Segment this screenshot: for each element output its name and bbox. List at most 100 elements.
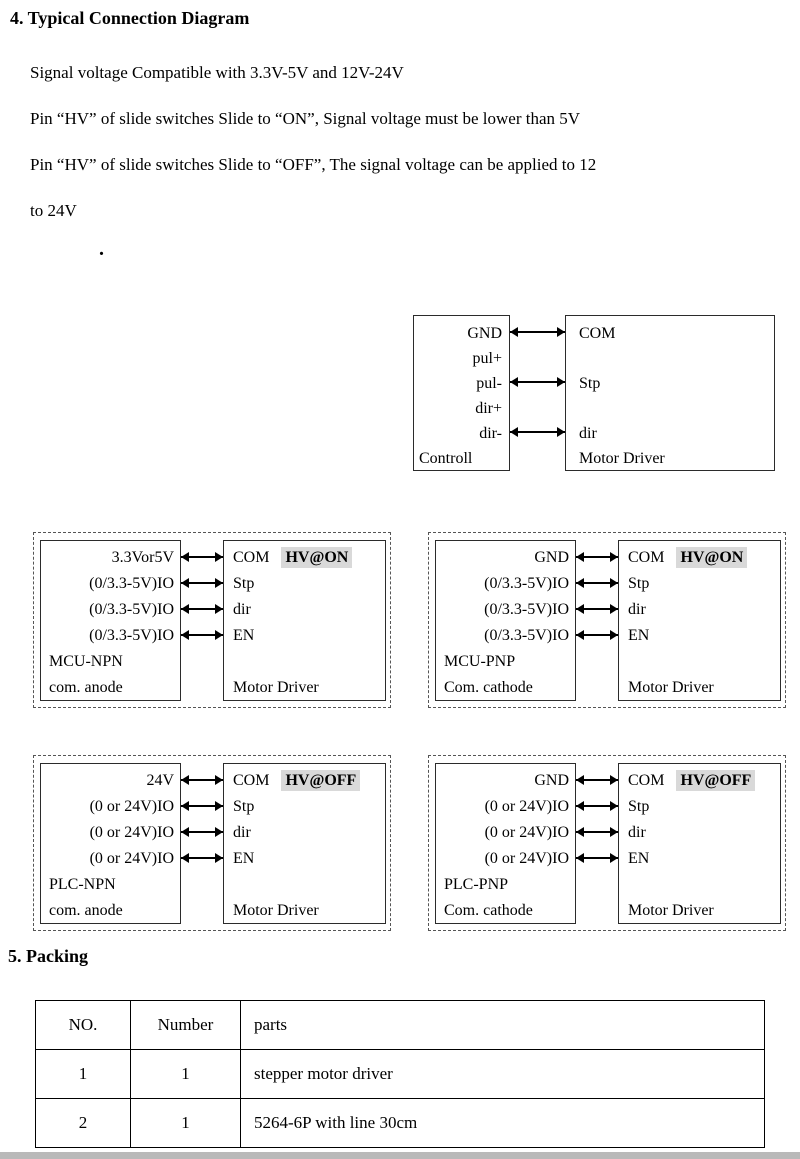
- pin-label: GND: [534, 549, 569, 566]
- spacer-row: [566, 396, 774, 421]
- double-arrow-icon: [181, 552, 223, 562]
- pin-label: (0 or 24V)IO: [484, 798, 569, 815]
- diagram-mcu-npn: 3.3Vor5V (0/3.3-5V)IO (0/3.3-5V)IO (0/3.…: [33, 532, 391, 708]
- diagram-plc-pnp: GND (0 or 24V)IO (0 or 24V)IO (0 or 24V)…: [428, 755, 786, 931]
- driver-name: Motor Driver: [233, 679, 319, 696]
- driver-pin: dir: [233, 601, 251, 618]
- driver-pin: COM: [579, 325, 616, 342]
- device-name: Controll: [419, 450, 473, 467]
- driver-name: Motor Driver: [628, 679, 714, 696]
- pin-label: GND: [534, 772, 569, 789]
- device-name: PLC-PNP: [444, 876, 509, 893]
- diagram-plc-npn: 24V (0 or 24V)IO (0 or 24V)IO (0 or 24V)…: [33, 755, 391, 931]
- pin-label: (0/3.3-5V)IO: [89, 575, 174, 592]
- device-name: Com. cathode: [444, 679, 533, 696]
- double-arrow-icon: [510, 427, 565, 437]
- driver-pin: COM: [628, 549, 665, 566]
- double-arrow-icon: [510, 327, 565, 337]
- cell-no: 2: [35, 1098, 131, 1148]
- controller-box: GND (0 or 24V)IO (0 or 24V)IO (0 or 24V)…: [435, 763, 576, 924]
- cell-parts: stepper motor driver: [240, 1049, 765, 1099]
- table-row: 2 1 5264-6P with line 30cm: [35, 1098, 765, 1148]
- pin-label: (0 or 24V)IO: [89, 798, 174, 815]
- device-name: com. anode: [49, 902, 123, 919]
- driver-name: Motor Driver: [628, 902, 714, 919]
- driver-pin: Stp: [233, 798, 255, 815]
- hv-badge: HV@OFF: [281, 770, 361, 791]
- pin-label: pul+: [472, 350, 502, 367]
- intro-line-3: Pin “HV” of slide switches Slide to “OFF…: [30, 155, 597, 174]
- spacer-row: [566, 346, 774, 371]
- double-arrow-icon: [181, 827, 223, 837]
- driver-pin: COM: [233, 549, 270, 566]
- intro-line-2: Pin “HV” of slide switches Slide to “ON”…: [30, 109, 581, 128]
- double-arrow-icon: [576, 801, 618, 811]
- cell-parts: 5264-6P with line 30cm: [240, 1098, 765, 1148]
- device-name: Com. cathode: [444, 902, 533, 919]
- device-name: PLC-NPN: [49, 876, 116, 893]
- pin-label: 24V: [146, 772, 174, 789]
- intro-line-4: to 24V: [30, 201, 77, 220]
- double-arrow-icon: [576, 630, 618, 640]
- pin-label: (0 or 24V)IO: [89, 824, 174, 841]
- double-arrow-icon: [576, 827, 618, 837]
- driver-pin-row: COM HV@OFF: [224, 768, 385, 794]
- controller-box: 3.3Vor5V (0/3.3-5V)IO (0/3.3-5V)IO (0/3.…: [40, 540, 181, 701]
- table-header-row: NO. Number parts: [35, 1000, 765, 1050]
- driver-pin-row: COM HV@ON: [619, 545, 780, 571]
- packing-table: NO. Number parts 1 1 stepper motor drive…: [35, 1000, 765, 1148]
- intro-line-1: Signal voltage Compatible with 3.3V-5V a…: [30, 63, 404, 82]
- double-arrow-icon: [181, 801, 223, 811]
- hv-badge: HV@OFF: [676, 770, 756, 791]
- driver-pin: Stp: [628, 575, 650, 592]
- cell-number: 1: [130, 1098, 241, 1148]
- driver-pin: EN: [233, 850, 255, 867]
- page-bottom-edge: [0, 1152, 800, 1159]
- pin-label: (0 or 24V)IO: [484, 850, 569, 867]
- driver-pin: Stp: [628, 798, 650, 815]
- diagram-controller: GND pul+ pul- dir+ dir- Controll COM Stp…: [413, 315, 775, 471]
- driver-pin: dir: [233, 824, 251, 841]
- section-4-title: 4. Typical Connection Diagram: [10, 8, 250, 28]
- column-header-number: Number: [130, 1000, 241, 1050]
- double-arrow-icon: [181, 853, 223, 863]
- pin-label: pul-: [476, 375, 502, 392]
- driver-pin: EN: [628, 627, 650, 644]
- pin-label: (0/3.3-5V)IO: [89, 627, 174, 644]
- pin-label: (0/3.3-5V)IO: [484, 627, 569, 644]
- pin-label: (0/3.3-5V)IO: [484, 575, 569, 592]
- table-row: 1 1 stepper motor driver: [35, 1049, 765, 1099]
- pin-label: 3.3Vor5V: [111, 549, 174, 566]
- double-arrow-icon: [576, 604, 618, 614]
- driver-pin: EN: [628, 850, 650, 867]
- pin-label: (0/3.3-5V)IO: [484, 601, 569, 618]
- double-arrow-icon: [181, 775, 223, 785]
- spacer-row: [619, 649, 780, 675]
- pin-label: (0 or 24V)IO: [484, 824, 569, 841]
- driver-name: Motor Driver: [579, 450, 665, 467]
- driver-pin-row: COM HV@ON: [224, 545, 385, 571]
- pin-label: (0 or 24V)IO: [89, 850, 174, 867]
- pin-label: dir+: [475, 400, 502, 417]
- column-header-parts: parts: [240, 1000, 765, 1050]
- double-arrow-icon: [181, 604, 223, 614]
- controller-box: 24V (0 or 24V)IO (0 or 24V)IO (0 or 24V)…: [40, 763, 181, 924]
- hv-badge: HV@ON: [281, 547, 353, 568]
- driver-pin: Stp: [233, 575, 255, 592]
- pin-label: dir-: [479, 425, 502, 442]
- device-name: MCU-NPN: [49, 653, 123, 670]
- hv-badge: HV@ON: [676, 547, 748, 568]
- cell-no: 1: [35, 1049, 131, 1099]
- double-arrow-icon: [181, 630, 223, 640]
- device-name: com. anode: [49, 679, 123, 696]
- spacer-row: [619, 872, 780, 898]
- driver-pin: COM: [233, 772, 270, 789]
- double-arrow-icon: [576, 775, 618, 785]
- driver-pin: dir: [628, 824, 646, 841]
- stray-period: .: [99, 238, 104, 260]
- diagram-mcu-pnp: GND (0/3.3-5V)IO (0/3.3-5V)IO (0/3.3-5V)…: [428, 532, 786, 708]
